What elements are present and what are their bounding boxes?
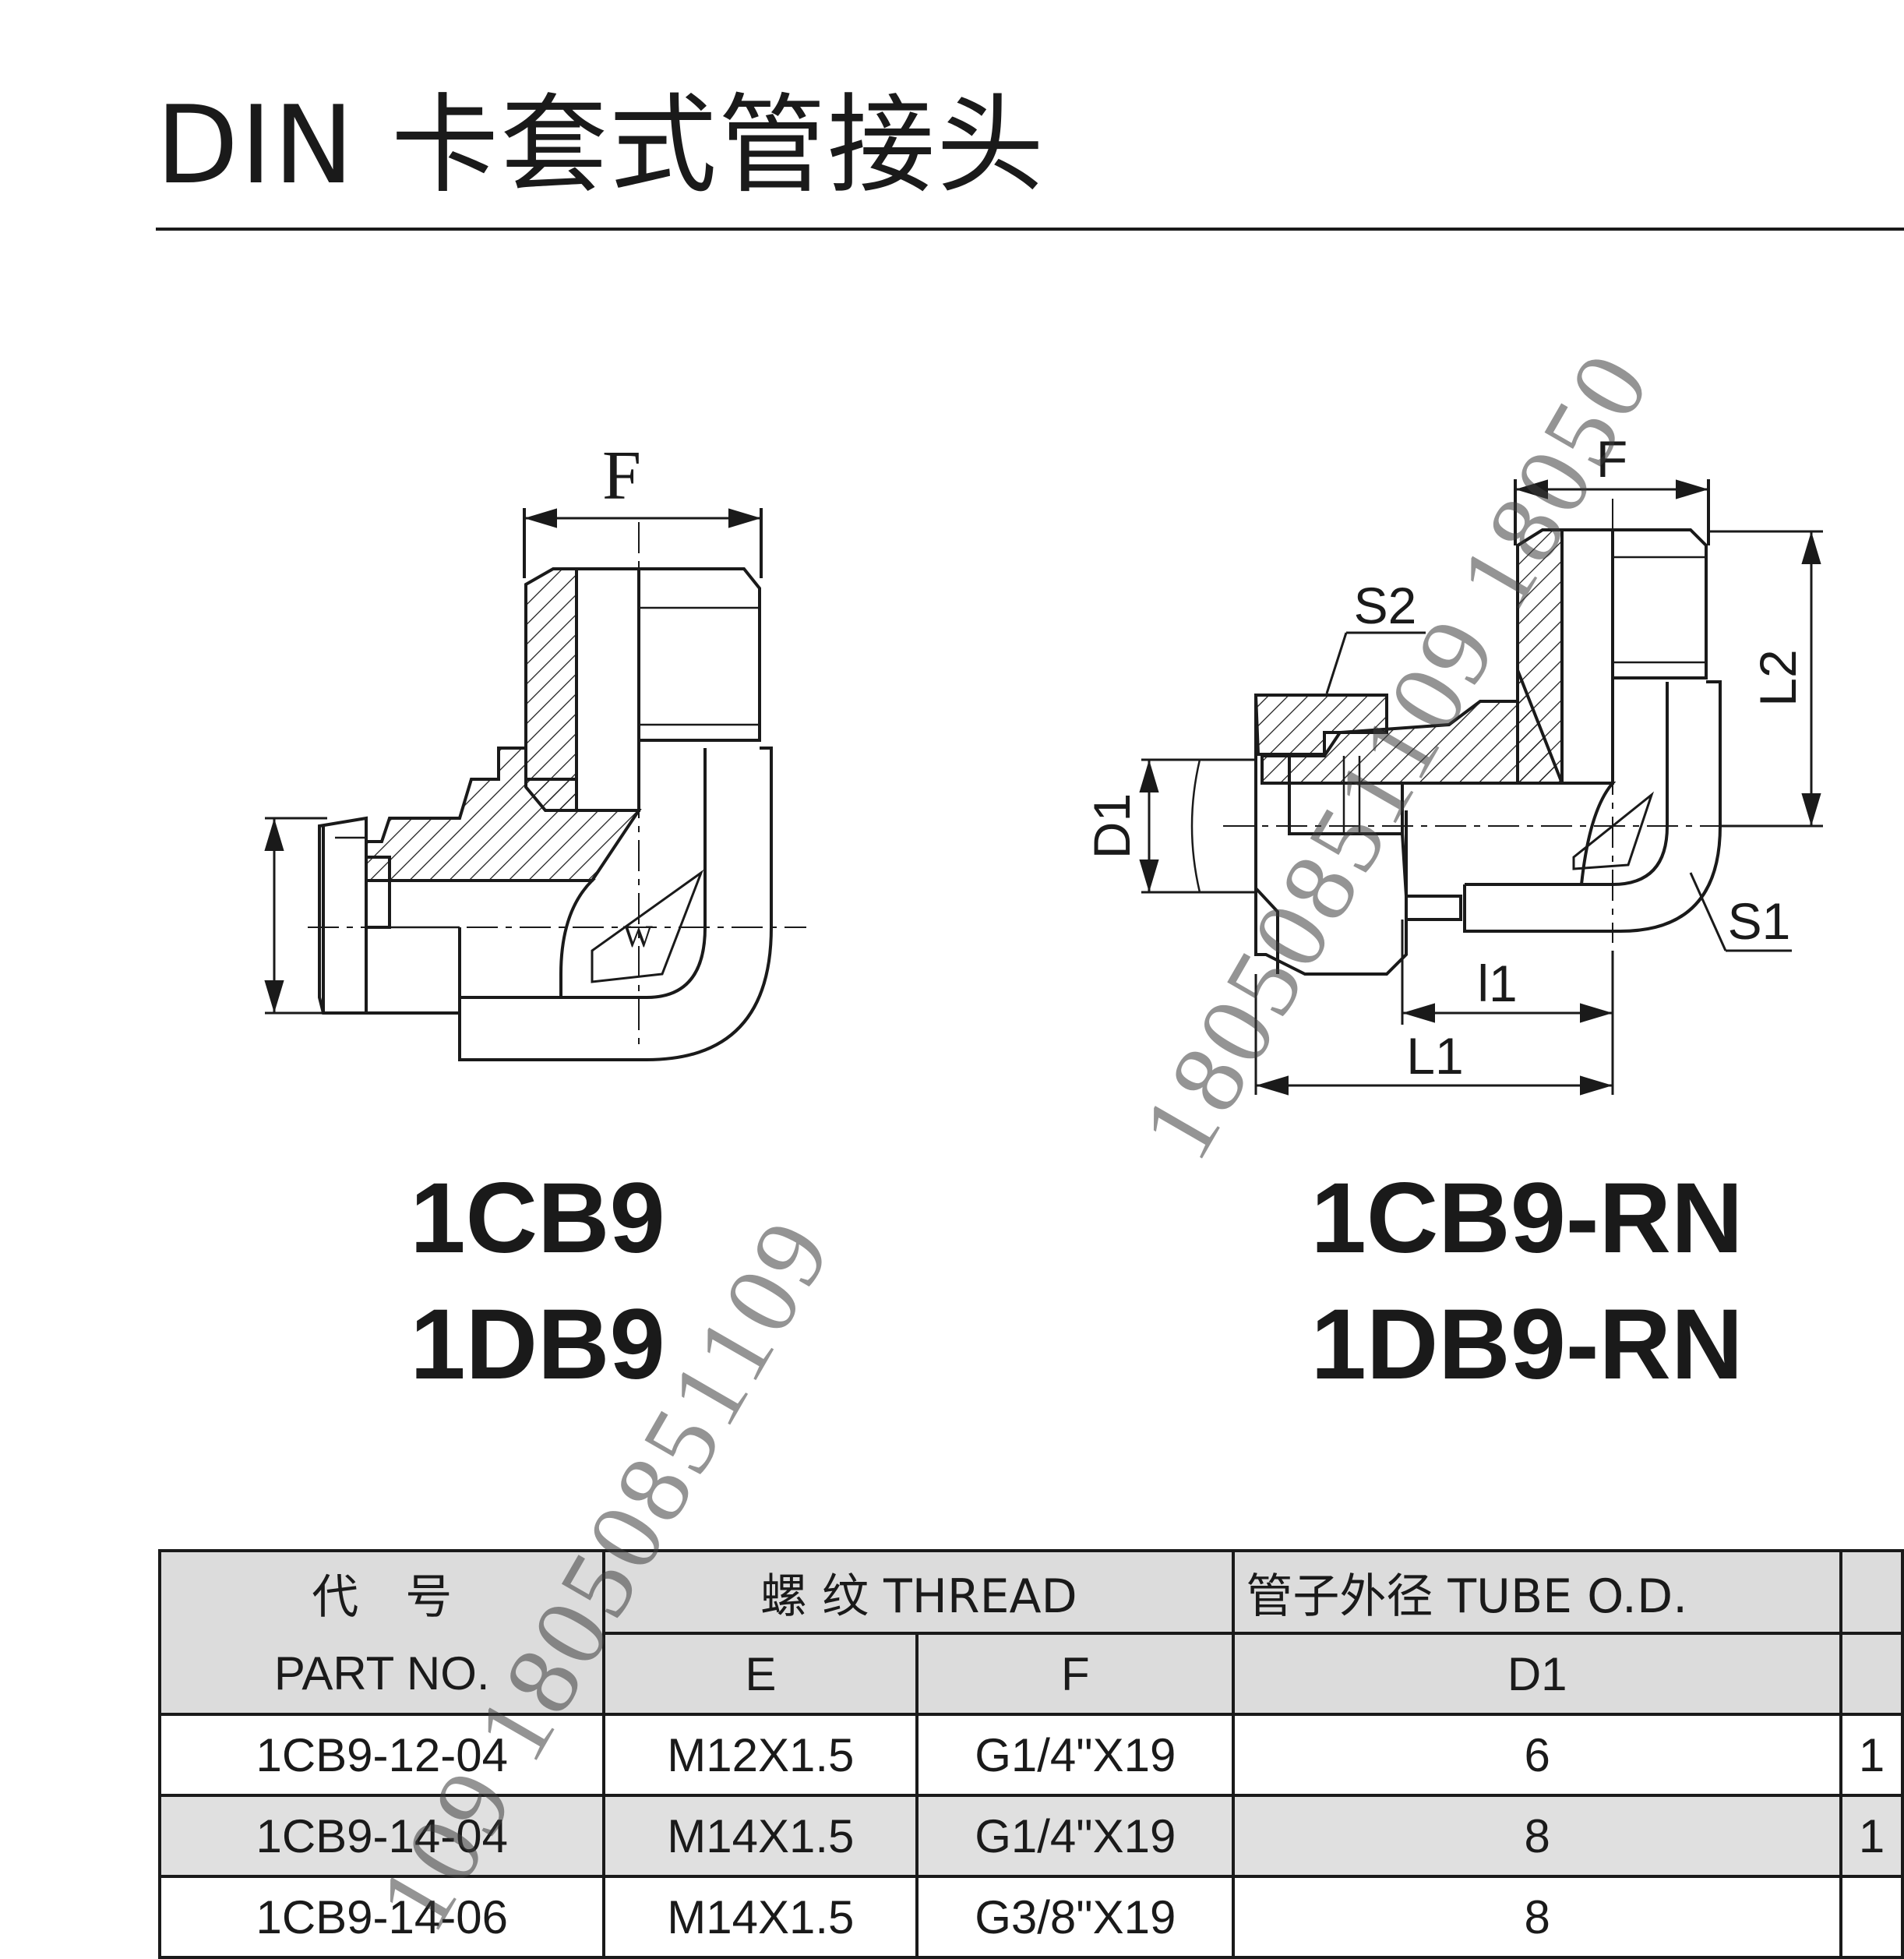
cell-D1: 6 [1232, 1713, 1843, 1797]
model-name-1db9: 1DB9 [410, 1289, 665, 1400]
header-extra-2 [1839, 1632, 1904, 1716]
model-name-1cb9-rn: 1CB9-RN [1310, 1163, 1744, 1274]
dim-label-l1: l1 [1477, 955, 1517, 1012]
dim-label-S2: S2 [1354, 577, 1417, 634]
cell-F: G3/8"X19 [915, 1875, 1236, 1959]
spec-table: 代 号 螺 纹 THREAD 管子外径 TUBE O.D. PART NO. E… [157, 1549, 1904, 1959]
dim-label-L2: L2 [1749, 649, 1807, 706]
cell-extra: 1 [1839, 1713, 1904, 1797]
cell-E: M12X1.5 [602, 1713, 919, 1797]
header-E: E [602, 1632, 919, 1716]
technical-drawings: W F [264, 430, 1823, 1096]
header-D1: D1 [1232, 1632, 1843, 1716]
cell-F: G1/4"X19 [915, 1713, 1236, 1797]
fitting-drawing-right [1139, 479, 1823, 1096]
cell-part: 1CB9-14-06 [157, 1875, 606, 1959]
table-header-row-2: PART NO. E F D1 [157, 1632, 1904, 1716]
header-part-en: PART NO. [157, 1633, 606, 1716]
table-row: 1CB9-14-04 M14X1.5 G1/4"X19 8 1 [157, 1794, 1904, 1878]
model-name-1db9-rn: 1DB9-RN [1310, 1289, 1744, 1400]
cell-F: G1/4"X19 [915, 1794, 1236, 1878]
cell-part: 1CB9-14-04 [157, 1794, 606, 1878]
dim-label-F-left: F [602, 437, 641, 514]
dim-label-S1: S1 [1728, 892, 1791, 950]
dim-label-L1: L1 [1406, 1027, 1463, 1085]
cell-D1: 8 [1232, 1794, 1843, 1878]
cell-extra: 1 [1839, 1794, 1904, 1878]
header-thread: 螺 纹 THREAD [602, 1549, 1236, 1635]
title-divider [156, 228, 1904, 231]
table-row: 1CB9-14-06 M14X1.5 G3/8"X19 8 [157, 1875, 1904, 1959]
dim-label-F-right: F [1596, 430, 1627, 488]
header-F: F [915, 1632, 1236, 1716]
cell-D1: 8 [1232, 1875, 1843, 1959]
dim-label-D1: D1 [1083, 793, 1141, 859]
header-tube: 管子外径 TUBE O.D. [1232, 1549, 1843, 1635]
model-name-1cb9: 1CB9 [410, 1163, 665, 1274]
table-row: 1CB9-12-04 M12X1.5 G1/4"X19 6 1 [157, 1713, 1904, 1797]
fitting-drawing-left: W [264, 508, 806, 1061]
cell-E: M14X1.5 [602, 1875, 919, 1959]
header-part-cn: 代 号 [157, 1549, 606, 1633]
header-extra-1 [1839, 1549, 1904, 1635]
cell-E: M14X1.5 [602, 1794, 919, 1878]
cell-part: 1CB9-12-04 [157, 1713, 606, 1797]
table-header-row-1: 代 号 螺 纹 THREAD 管子外径 TUBE O.D. [157, 1549, 1904, 1635]
cell-extra [1839, 1875, 1904, 1959]
page-title: DIN 卡套式管接头 [156, 83, 1046, 208]
